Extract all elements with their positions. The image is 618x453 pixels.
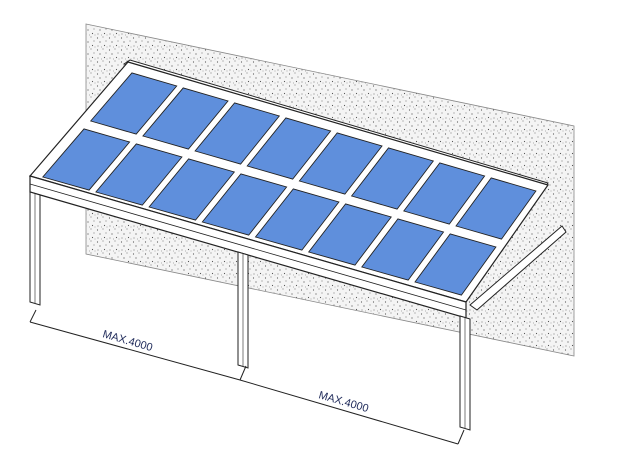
glass-panel — [42, 128, 131, 191]
glass-panel — [298, 132, 383, 195]
glass-panel — [350, 147, 435, 210]
glass-panel — [455, 177, 537, 240]
glass-panel — [89, 72, 178, 135]
dimension-label-left: MAX.4000 — [101, 328, 154, 354]
glass-panel — [254, 188, 340, 251]
glass-panel — [148, 158, 236, 221]
glass-panel — [246, 117, 332, 180]
roof-glass-panels — [42, 72, 537, 296]
post-middle — [237, 251, 249, 369]
glass-panel — [403, 162, 486, 225]
glass-panel — [307, 203, 392, 266]
dimension-label-right: MAX.4000 — [317, 389, 370, 415]
side-brace — [469, 225, 567, 311]
glass-panel — [142, 87, 229, 150]
post-right — [459, 315, 471, 431]
dimension-line-left — [29, 309, 247, 381]
dimension-line-right — [239, 379, 465, 445]
glass-panel — [95, 143, 183, 206]
glass-panel — [414, 233, 497, 296]
glass-panel — [361, 218, 445, 281]
glass-panel — [194, 102, 281, 165]
glass-panel — [201, 173, 288, 236]
post-left — [29, 191, 41, 306]
